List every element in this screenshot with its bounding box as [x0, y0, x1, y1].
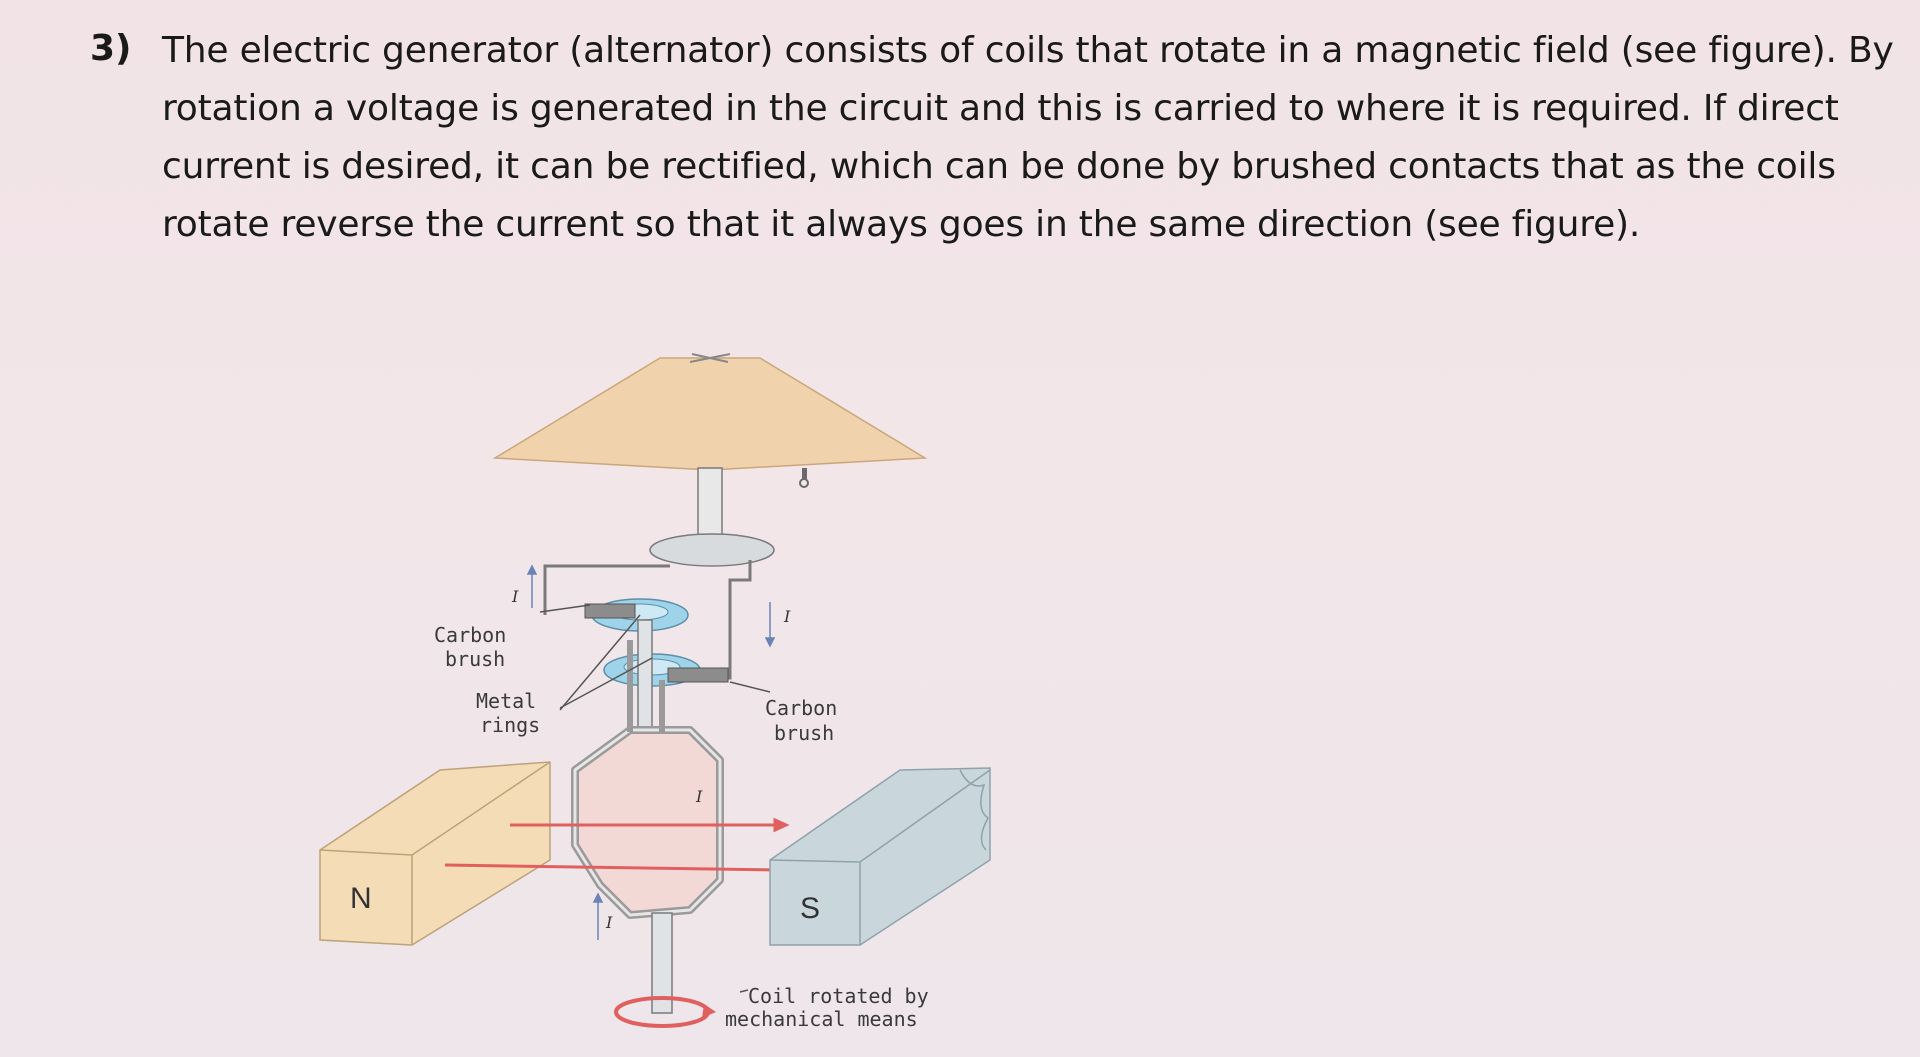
lamp	[492, 353, 928, 567]
coil-rotated-label: Coil rotated by	[748, 984, 929, 1008]
carbon-brush-label-right: Carbon	[765, 696, 837, 720]
question-text: The electric generator (alternator) cons…	[162, 22, 1894, 254]
leader-lines	[539, 604, 771, 993]
generator-diagram: N S	[319, 353, 991, 1031]
current-label: I	[511, 587, 519, 606]
lamp-base	[649, 533, 775, 567]
field-arrow-icon	[773, 817, 790, 833]
lamp-top-icon	[689, 353, 731, 363]
north-magnet: N	[319, 761, 551, 946]
generator-figure: N S	[300, 340, 1060, 1057]
metal-rings-label-2: rings	[480, 713, 540, 737]
south-magnet: S	[769, 767, 991, 946]
current-label: I	[605, 913, 613, 932]
question-line-4: rotate reverse the current so that it al…	[162, 204, 1641, 245]
coil-loop	[571, 726, 724, 919]
carbon-brush-label-left-2: brush	[445, 647, 505, 671]
carbon-brush-lower	[667, 667, 729, 683]
arrow-up-icon	[526, 564, 538, 575]
lampshade	[492, 357, 928, 471]
carbon-brush-label-left: Carbon	[434, 623, 506, 647]
carbon-brush-label-right-2: brush	[774, 721, 834, 745]
lamp-stem	[697, 467, 723, 541]
lower-shaft	[614, 912, 716, 1028]
question-block: 3) The electric generator (alternator) c…	[90, 22, 1894, 254]
field-line-2	[444, 863, 781, 872]
arrow-down-icon	[764, 637, 776, 648]
north-pole-label: N	[350, 882, 372, 915]
coil-rotated-label-2: mechanical means	[725, 1007, 918, 1031]
current-label: I	[695, 787, 703, 806]
carbon-brush-upper	[584, 603, 636, 619]
slip-rings	[584, 598, 729, 687]
question-number: 3)	[90, 28, 132, 69]
question-line-1: The electric generator (alternator) cons…	[162, 30, 1894, 71]
south-pole-label: S	[800, 892, 820, 925]
metal-rings-label: Metal	[476, 689, 536, 713]
lamp-switch-icon	[802, 468, 807, 480]
question-line-3: current is desired, it can be rectified,…	[162, 146, 1836, 187]
arrow-up-icon	[592, 892, 604, 903]
current-label: I	[783, 607, 791, 626]
rotor-shaft-upper	[637, 619, 653, 731]
question-line-2: rotation a voltage is generated in the c…	[162, 88, 1839, 129]
